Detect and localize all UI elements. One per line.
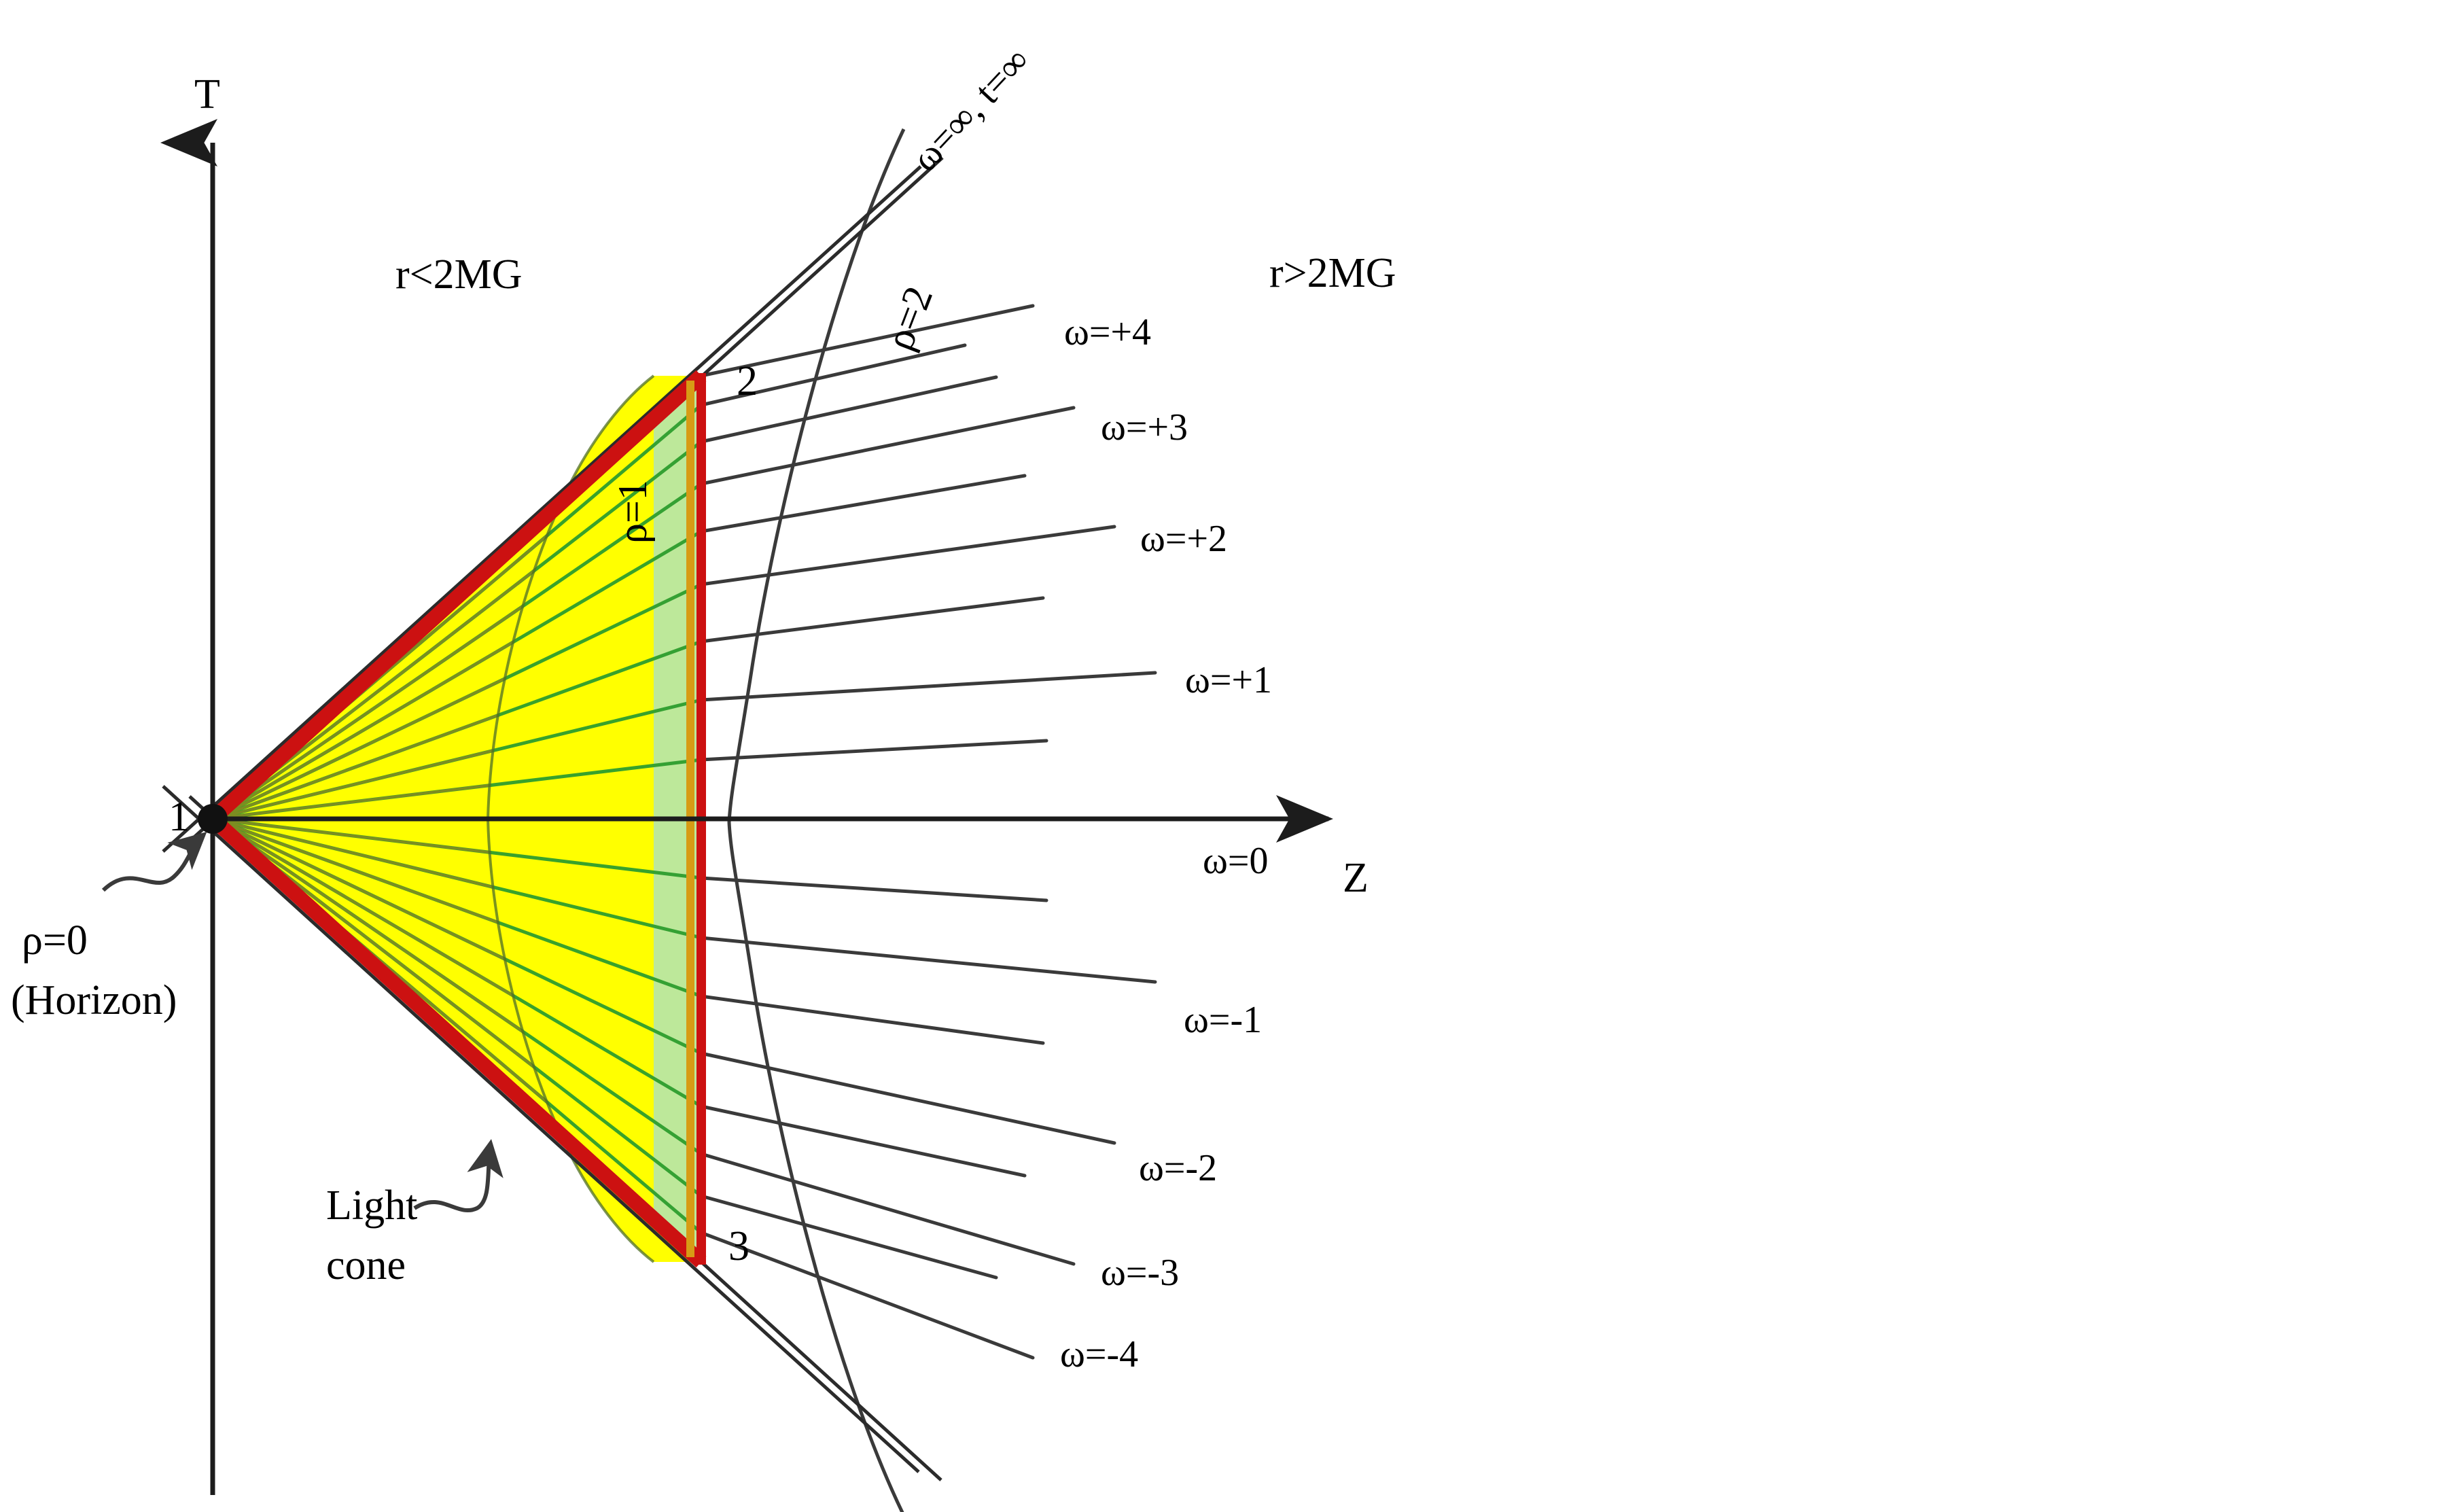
omega-label-plus1: ω=+1 [1185, 659, 1273, 701]
omega-line-minus3 [699, 1152, 1076, 1266]
horizon-label-line1: ρ=0 [22, 917, 88, 964]
point-label-2: 2 [737, 358, 758, 404]
omega-label-plus2: ω=+2 [1140, 518, 1228, 560]
axes [160, 119, 1333, 1495]
z-axis-label: Z [1343, 855, 1369, 901]
omega-line-minus2 [699, 1051, 1116, 1145]
omega-line-plus4 [699, 304, 1035, 378]
region-label-outside: r>2MG [1269, 250, 1396, 296]
point-label-1: 1 [169, 794, 190, 840]
red-edge-1-3 [207, 813, 707, 1268]
omega-label-minus1: ω=-1 [1184, 999, 1263, 1041]
omega-label-plus4: ω=+4 [1064, 311, 1152, 353]
omega-line-plus3 [699, 406, 1076, 486]
omega-label-zero: ω=0 [1203, 840, 1269, 882]
region-label-inside: r<2MG [395, 251, 523, 298]
omega-line-plus1 [699, 671, 1157, 702]
omega-line-minus1 [699, 936, 1157, 984]
rho-2-hyperbola [727, 128, 906, 1512]
leader-horizon [101, 831, 207, 892]
light-cone-lower-outer [162, 785, 920, 1473]
omega-line-plus2 [699, 525, 1116, 586]
red-edge-1-2 [207, 370, 707, 825]
omega-label-minus2: ω=-2 [1139, 1147, 1218, 1189]
t-axis-label: T [194, 71, 220, 118]
leader-lightcone [413, 1139, 504, 1213]
light-cone-upper-outer [162, 165, 922, 853]
lightcone-label-line2: cone [326, 1242, 406, 1288]
omega-label-minus4: ω=-4 [1060, 1333, 1139, 1375]
omega-label-plus3: ω=+3 [1101, 406, 1188, 449]
omega-line-minus4 [699, 1231, 1035, 1360]
point-label-3: 3 [728, 1223, 749, 1269]
omega-lines-outer [699, 304, 1157, 1360]
horizon-label-line2: (Horizon) [11, 977, 177, 1023]
rho-1-label: ρ=1 [610, 480, 655, 544]
origin-point [198, 804, 228, 834]
omega-label-minus3: ω=-3 [1101, 1252, 1180, 1294]
lightcone-label-line1: Light [326, 1182, 418, 1229]
yellow-region [213, 376, 654, 1262]
